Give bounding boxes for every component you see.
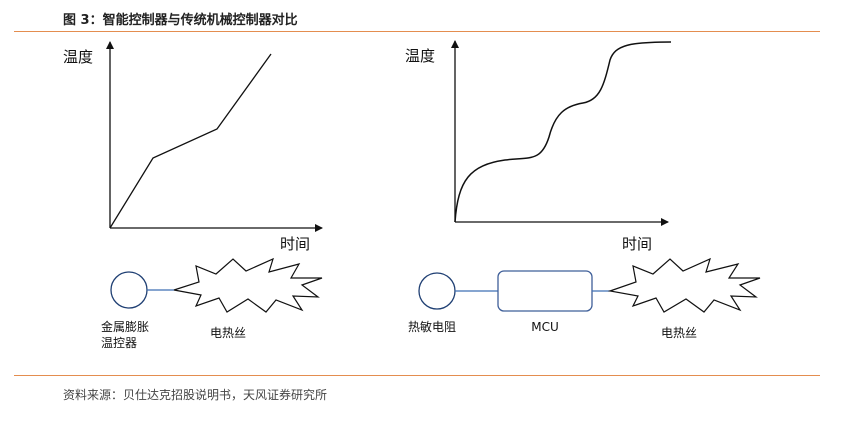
left-temperature-curve <box>109 53 272 229</box>
thermostat-label-line1: 金属膨胀 <box>101 319 149 334</box>
right-temperature-curve <box>454 41 672 223</box>
thermostat-label-line2: 温控器 <box>101 336 137 350</box>
right-y-axis-label: 温度 <box>405 47 435 65</box>
figure-title: 图 3：智能控制器与传统机械控制器对比 <box>63 13 298 28</box>
left-circuit: 金属膨胀 温控器 电热丝 <box>101 257 323 350</box>
top-divider <box>14 31 820 32</box>
thermostat-circle <box>110 271 148 309</box>
right-chart: 温度 时间 <box>405 40 672 253</box>
left-heater-label: 电热丝 <box>210 326 246 340</box>
right-heater-label: 电热丝 <box>661 326 697 340</box>
bottom-divider <box>14 375 820 376</box>
source-note: 资料来源：贝仕达克招股说明书，天风证券研究所 <box>63 388 328 402</box>
mcu-box <box>497 270 593 312</box>
right-heater-burst <box>607 257 761 313</box>
left-chart: 温度 时间 <box>63 41 323 253</box>
thermistor-label: 热敏电阻 <box>408 319 456 334</box>
left-x-axis-label: 时间 <box>280 235 310 253</box>
right-circuit: 热敏电阻 MCU 电热丝 <box>408 257 761 340</box>
left-y-axis-label: 温度 <box>63 48 93 66</box>
right-x-axis-label: 时间 <box>622 235 652 253</box>
thermistor-circle <box>418 272 456 310</box>
left-heater-burst <box>173 257 323 313</box>
mcu-label: MCU <box>531 320 559 334</box>
